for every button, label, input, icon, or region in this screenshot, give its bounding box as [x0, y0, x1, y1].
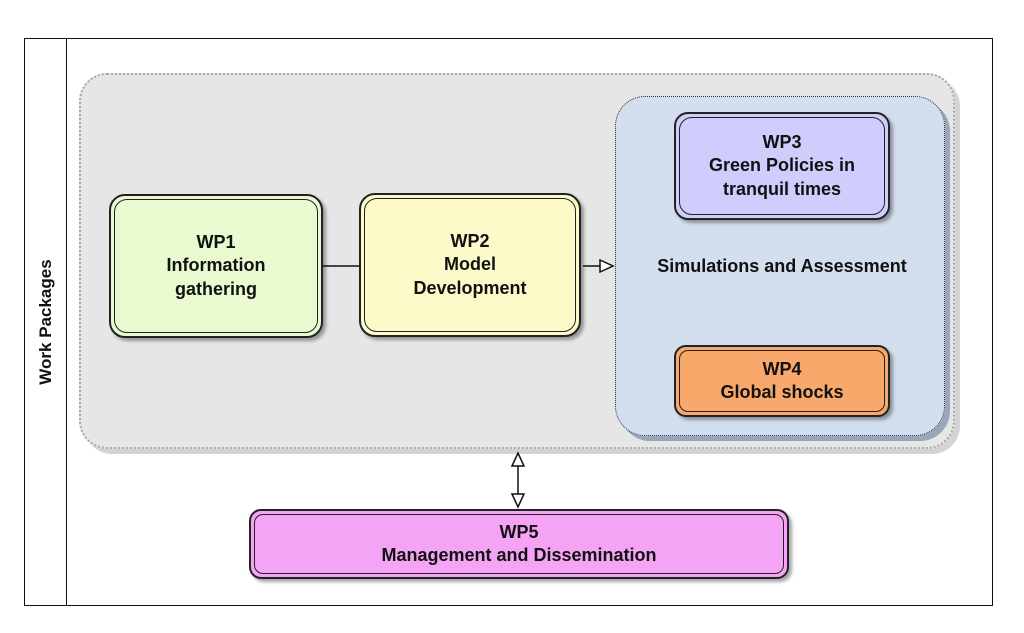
wp4-id: WP4	[762, 358, 802, 379]
wp1-box: WP1 Information gathering	[109, 194, 323, 338]
wp5-title-line1: Management and Dissemination	[381, 545, 657, 565]
wp4-title-line1: Global shocks	[720, 382, 844, 402]
wp2-box: WP2 Model Development	[359, 193, 581, 337]
wp2-title-line2: Development	[413, 277, 527, 298]
wp3-title-line2: tranquil times	[722, 178, 842, 199]
wp5-id: WP5	[499, 521, 539, 542]
wp2-id: WP2	[450, 230, 490, 251]
simulations-label: Simulations and Assessment	[657, 256, 907, 276]
wp1-title-line1: Information	[166, 255, 266, 276]
wp1-id: WP1	[196, 231, 236, 252]
wp1-title-line2: gathering	[174, 278, 257, 299]
wp3-title-line1: Green Policies in	[708, 155, 856, 176]
side-label-strip	[24, 38, 67, 606]
wp3-box: WP3 Green Policies in tranquil times	[674, 112, 890, 220]
wp3-id: WP3	[762, 131, 802, 152]
wp5-box: WP5 Management and Dissemination	[249, 509, 789, 579]
wp2-title-line1: Model	[444, 254, 496, 275]
work-packages-frame	[24, 38, 993, 606]
wp4-box: WP4 Global shocks	[674, 345, 890, 417]
work-packages-label: Work Packages	[36, 259, 55, 385]
